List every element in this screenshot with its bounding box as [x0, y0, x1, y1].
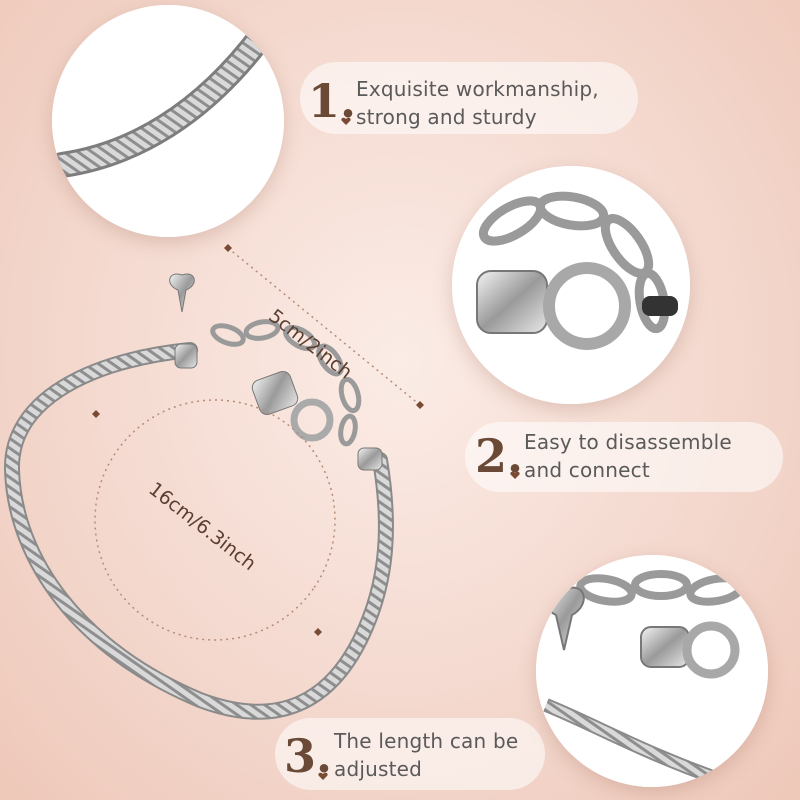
feature-3-text: The length can be adjusted — [334, 727, 518, 783]
feature-2-text: Easy to disassemble and connect — [524, 428, 732, 484]
closeup-clasp — [452, 166, 690, 404]
feature-3-number: 3. — [284, 729, 333, 783]
heart-icon — [341, 117, 351, 125]
clasp-detail — [452, 166, 690, 404]
feature-2-banner — [465, 422, 783, 492]
feature-1-line-2: strong and sturdy — [356, 105, 537, 129]
feature-2-line-2: and connect — [524, 458, 650, 482]
feature-1-number: 1. — [308, 74, 357, 128]
closeup-heart-charm — [536, 555, 768, 787]
feature-3-line-1: The length can be — [334, 729, 519, 753]
feature-2-line-1: Easy to disassemble — [524, 430, 732, 454]
closeup-snake-chain — [52, 5, 284, 237]
feature-3-line-2: adjusted — [334, 757, 423, 781]
heart-charm-detail — [536, 555, 768, 787]
feature-1-banner — [300, 62, 638, 134]
feature-1-line-1: Exquisite workmanship, — [356, 77, 599, 101]
snake-chain-detail — [52, 5, 284, 237]
feature-3-banner — [275, 718, 545, 790]
heart-icon — [318, 772, 328, 780]
feature-2-number: 2. — [475, 429, 524, 483]
heart-icon — [510, 471, 520, 479]
feature-1-text: Exquisite workmanship, strong and sturdy — [356, 75, 599, 131]
